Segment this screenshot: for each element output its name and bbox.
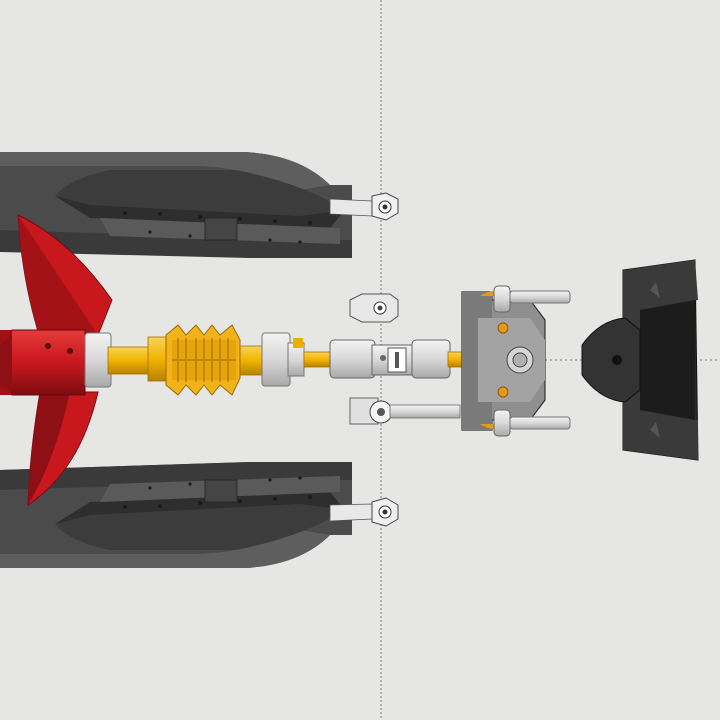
upper-pivot-pin[interactable]	[329, 192, 399, 221]
upper-hull-pod[interactable]	[0, 152, 352, 258]
motor-bracket[interactable]	[461, 285, 571, 437]
bevel-gear-pair[interactable]	[165, 324, 241, 396]
ball-link-rods[interactable]	[349, 293, 461, 425]
lower-pivot-pin[interactable]	[329, 497, 399, 527]
universal-joint[interactable]	[329, 339, 463, 379]
propeller[interactable]	[0, 214, 113, 506]
lower-hull-pod[interactable]	[0, 462, 352, 568]
end-mount[interactable]	[581, 259, 699, 461]
